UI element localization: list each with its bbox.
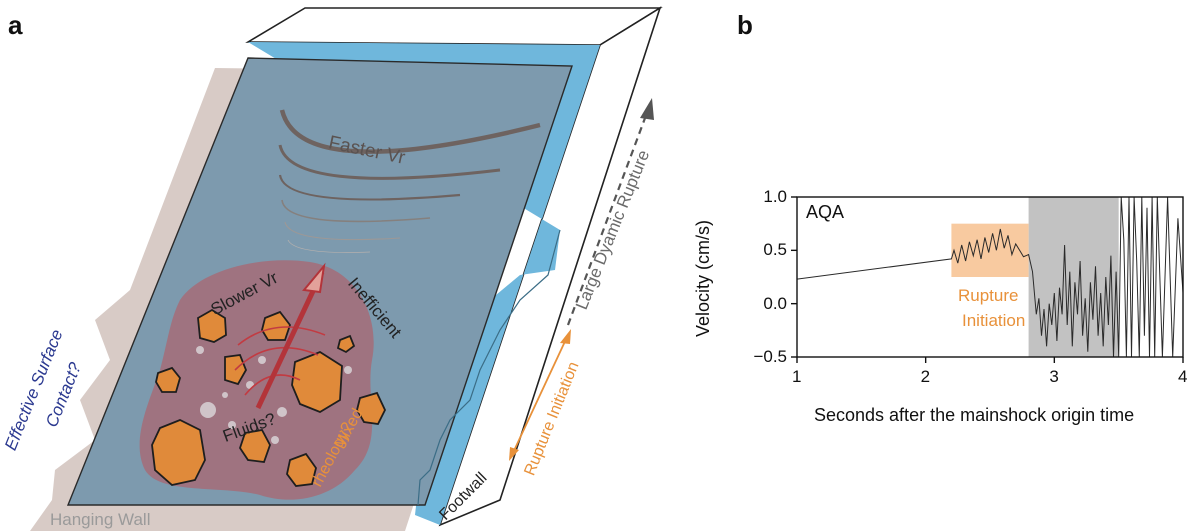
asperity (261, 310, 292, 341)
rupture-initiation-arrow (511, 334, 569, 456)
rupture-front-arc (278, 174, 461, 201)
axis-ticks (791, 196, 1184, 363)
asperity (155, 366, 181, 393)
fluid-bubble (222, 392, 228, 398)
rupture-label-2: Initiation (962, 311, 1026, 330)
panel-letter-b: b (737, 10, 753, 40)
large-rupture-arrow (566, 109, 650, 326)
fluid-bubble (258, 356, 266, 364)
asperity (356, 391, 387, 425)
fluid-bubble (271, 436, 279, 444)
highlight-orange-region (951, 223, 1029, 277)
asperity (239, 429, 271, 463)
velocity-series-line (797, 197, 1183, 357)
asperity (151, 419, 206, 486)
plot-frame (796, 196, 1184, 358)
y-tick-label: −0.5 (753, 347, 787, 366)
asperity (291, 350, 343, 414)
arrow-head-icon (302, 262, 326, 294)
asperity (336, 334, 356, 354)
fault-diagram (30, 6, 663, 531)
x-tick-label: 4 (1178, 367, 1188, 386)
rupture-front-arc (284, 221, 401, 241)
rupture-front-arc (287, 239, 371, 253)
hanging-wall-label: Hanging Wall (50, 510, 151, 529)
y-axis-title: Velocity (cm/s) (693, 219, 714, 338)
arrow-head-icon (640, 98, 654, 120)
panel-letter-a: a (8, 10, 23, 40)
x-axis-title: Seconds after the mainshock origin time (814, 405, 1135, 425)
y-tick-label: 1.0 (763, 187, 787, 206)
fluid-bubble (200, 402, 216, 418)
arrow-head-icon (509, 447, 519, 461)
rupture-direction-arrow (255, 270, 325, 410)
station-label: AQA (806, 202, 845, 222)
x-tick-label: 2 (920, 367, 931, 386)
fault-roughness (417, 229, 561, 506)
rupture-front-arc (279, 109, 541, 154)
asperity (197, 308, 227, 343)
rupture-label-1: Rupture (958, 286, 1019, 305)
fluid-bubbles (196, 346, 352, 444)
rupture-front-arc (278, 144, 501, 180)
arrow-head-icon (560, 329, 571, 344)
fluid-bubble (196, 346, 204, 354)
initiation-arc (234, 347, 319, 371)
x-tick-label: 1 (792, 367, 802, 386)
y-tick-label: 0.5 (763, 240, 787, 260)
y-tick-label: 0.0 (763, 293, 787, 313)
footwall-top-face (245, 7, 663, 46)
rupture-front-arc (281, 199, 431, 223)
fluid-bubble (277, 407, 287, 417)
fluid-bubble (228, 421, 236, 429)
velocity-chart (791, 196, 1184, 363)
asperity (286, 452, 317, 487)
x-tick-label: 3 (1049, 367, 1059, 386)
asperities (151, 308, 387, 487)
initiation-arc (237, 326, 326, 346)
fluid-bubble (344, 366, 352, 374)
